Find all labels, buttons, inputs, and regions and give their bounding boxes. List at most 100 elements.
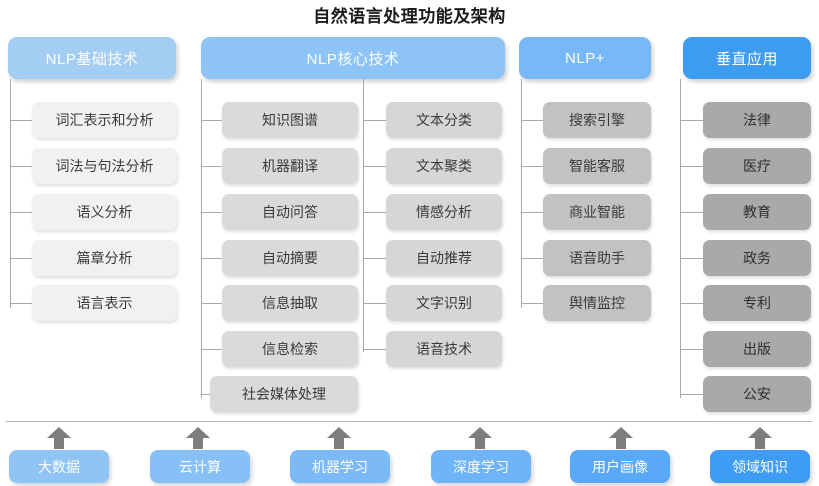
node-label: 医疗 [743, 158, 771, 174]
node-box[interactable]: 信息检索 [222, 331, 358, 367]
column-header-nlp-basic[interactable]: NLP基础技术 [8, 37, 176, 79]
node-label: 自动摘要 [262, 250, 318, 266]
foundation-label: 用户画像 [592, 458, 648, 475]
node-box[interactable]: 机器翻译 [222, 148, 358, 184]
connector-stub [680, 212, 703, 213]
connector-stub [363, 212, 386, 213]
node-label: 语言表示 [76, 295, 133, 311]
connector-stub [201, 258, 222, 259]
connector-stub [363, 349, 386, 350]
node-label: 法律 [743, 112, 771, 128]
up-arrow-icon [327, 427, 351, 449]
node-box[interactable]: 自动摘要 [222, 240, 358, 276]
node-label: 搜索引擎 [569, 112, 625, 128]
node-label: 公安 [743, 386, 771, 402]
node-box[interactable]: 词法与句法分析 [32, 148, 177, 184]
foundation-box-domain-knowledge[interactable]: 领域知识 [710, 450, 810, 483]
up-arrow-icon [748, 427, 772, 449]
foundation-label: 云计算 [179, 458, 221, 475]
column-header-label: NLP+ [565, 49, 605, 67]
connector-stub [521, 120, 543, 121]
node-label: 舆情监控 [569, 295, 625, 311]
node-box[interactable]: 公安 [703, 376, 811, 412]
node-box[interactable]: 搜索引擎 [543, 102, 651, 138]
node-label: 语义分析 [76, 204, 133, 220]
page-title: 自然语言处理功能及架构 [313, 7, 506, 26]
foundation-divider [6, 421, 812, 422]
node-label: 自动推荐 [416, 250, 472, 266]
up-arrow-icon [47, 427, 71, 449]
node-box[interactable]: 语音助手 [543, 240, 651, 276]
node-label: 政务 [743, 250, 771, 266]
column-header-label: NLP核心技术 [306, 50, 400, 68]
connector-stub [680, 258, 703, 259]
column-header-nlp-core[interactable]: NLP核心技术 [201, 37, 505, 79]
node-box[interactable]: 信息抽取 [222, 285, 358, 321]
connector-stub [521, 212, 543, 213]
column-header-label: NLP基础技术 [45, 50, 139, 68]
node-box[interactable]: 医疗 [703, 148, 811, 184]
node-label: 文字识别 [416, 295, 472, 311]
node-box[interactable]: 情感分析 [386, 194, 502, 230]
node-label: 文本聚类 [416, 158, 472, 174]
node-label: 词汇表示和分析 [55, 112, 154, 128]
node-box[interactable]: 文本分类 [386, 102, 502, 138]
foundation-box-user-profile[interactable]: 用户画像 [570, 450, 670, 483]
node-box[interactable]: 教育 [703, 194, 811, 230]
node-label: 智能客服 [569, 158, 625, 174]
column-header-nlp-plus[interactable]: NLP+ [519, 37, 651, 79]
node-box[interactable]: 智能客服 [543, 148, 651, 184]
node-box[interactable]: 专利 [703, 285, 811, 321]
up-arrow-icon [186, 427, 210, 449]
node-label: 文本分类 [416, 112, 472, 128]
connector-stub [363, 258, 386, 259]
foundation-box-big-data[interactable]: 大数据 [9, 450, 109, 483]
connector-stub [10, 120, 32, 121]
connector-stub [680, 349, 703, 350]
node-label: 机器翻译 [262, 158, 318, 174]
foundation-label: 领域知识 [732, 458, 788, 475]
node-box[interactable]: 知识图谱 [222, 102, 358, 138]
connector-stub [680, 303, 703, 304]
connector-stub [201, 303, 222, 304]
node-box[interactable]: 自动推荐 [386, 240, 502, 276]
node-box[interactable]: 文字识别 [386, 285, 502, 321]
node-label: 情感分析 [416, 204, 472, 220]
foundation-label: 大数据 [38, 458, 80, 475]
node-box[interactable]: 语音技术 [386, 331, 502, 367]
node-label: 社会媒体处理 [242, 386, 326, 402]
connector-trunk-col4 [521, 79, 522, 308]
connector-stub [680, 166, 703, 167]
connector-stub [680, 120, 703, 121]
up-arrow-icon [468, 427, 492, 449]
node-label: 信息检索 [262, 341, 318, 357]
node-box[interactable]: 文本聚类 [386, 148, 502, 184]
column-header-label: 垂直应用 [715, 50, 778, 68]
foundation-box-cloud-computing[interactable]: 云计算 [150, 450, 250, 483]
node-label: 自动问答 [262, 204, 318, 220]
foundation-box-machine-learning[interactable]: 机器学习 [290, 450, 390, 483]
node-box[interactable]: 语言表示 [32, 285, 177, 321]
connector-stub [10, 258, 32, 259]
foundation-box-deep-learning[interactable]: 深度学习 [431, 450, 531, 483]
connector-trunk-col1 [10, 79, 11, 308]
node-box[interactable]: 政务 [703, 240, 811, 276]
node-box[interactable]: 社会媒体处理 [210, 376, 358, 412]
node-box[interactable]: 自动问答 [222, 194, 358, 230]
node-box[interactable]: 篇章分析 [32, 240, 177, 276]
connector-stub [10, 166, 32, 167]
node-box[interactable]: 出版 [703, 331, 811, 367]
node-box[interactable]: 法律 [703, 102, 811, 138]
node-box[interactable]: 语义分析 [32, 194, 177, 230]
node-box[interactable]: 词汇表示和分析 [32, 102, 177, 138]
node-box[interactable]: 舆情监控 [543, 285, 651, 321]
column-header-vertical-app[interactable]: 垂直应用 [683, 37, 811, 79]
node-label: 信息抽取 [262, 295, 318, 311]
foundation-label: 机器学习 [312, 458, 368, 475]
node-box[interactable]: 商业智能 [543, 194, 651, 230]
node-label: 专利 [743, 295, 771, 311]
node-label: 语音技术 [416, 341, 472, 357]
node-label: 教育 [743, 204, 771, 220]
connector-stub [521, 258, 543, 259]
